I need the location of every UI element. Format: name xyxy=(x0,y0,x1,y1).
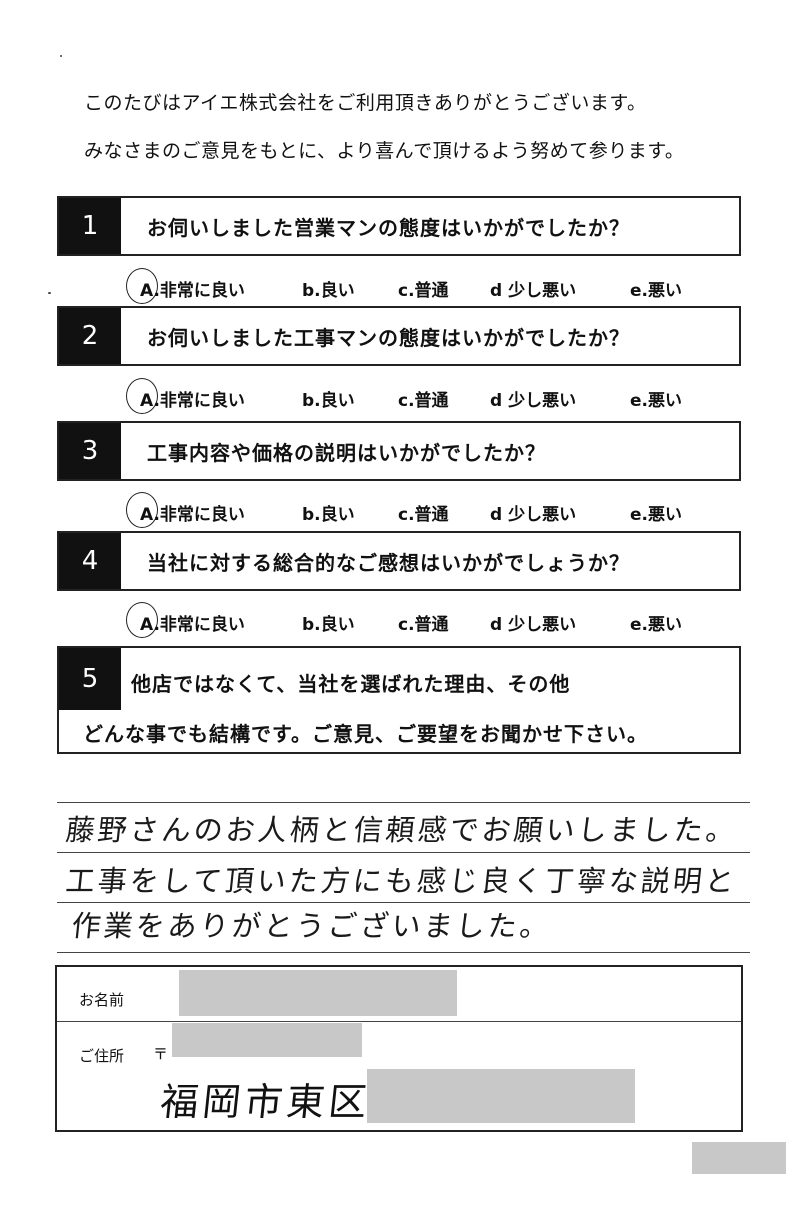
question-1-box: 1 お伺いしました営業マンの態度はいかがでしたか？ xyxy=(57,196,741,256)
contact-form-box: お名前 ご住所 〒 福岡市東区 xyxy=(55,965,743,1132)
option-e[interactable]: e.悪い xyxy=(630,391,682,411)
scan-speck xyxy=(60,55,62,57)
question-number: 1 xyxy=(59,198,121,254)
question-2-box: 2 お伺いしました工事マンの態度はいかがでしたか？ xyxy=(57,306,741,366)
option-e[interactable]: e.悪い xyxy=(630,281,682,301)
address-label: ご住所 xyxy=(79,1047,125,1065)
question-number: 4 xyxy=(59,533,121,589)
redacted-postal-code xyxy=(172,1023,362,1057)
selected-answer-circle xyxy=(126,602,158,638)
question-5-text-line-1: 他店ではなくて、当社を選ばれた理由、その他 xyxy=(131,672,571,696)
writing-line xyxy=(57,952,750,953)
question-5-text-line-2: どんな事でも結構です。ご意見、ご要望をお聞かせ下さい。 xyxy=(83,722,648,746)
question-number: 3 xyxy=(59,423,121,479)
question-4-box: 4 当社に対する総合的なご感想はいかがでしょうか？ xyxy=(57,531,741,591)
question-5-box: 5 他店ではなくて、当社を選ばれた理由、その他 どんな事でも結構です。ご意見、ご… xyxy=(57,646,741,754)
option-a[interactable]: A.非常に良い xyxy=(140,281,245,301)
selected-answer-circle xyxy=(126,268,158,304)
writing-line xyxy=(57,802,750,803)
question-number: 2 xyxy=(59,308,121,364)
question-text: お伺いしました工事マンの態度はいかがでしたか？ xyxy=(147,325,630,350)
option-e[interactable]: e.悪い xyxy=(630,615,682,635)
option-b[interactable]: b.良い xyxy=(302,505,355,525)
option-a[interactable]: A.非常に良い xyxy=(140,615,245,635)
writing-line xyxy=(57,902,750,903)
intro-line-1: このたびはアイエ株式会社をご利用頂きありがとうございます。 xyxy=(84,92,647,114)
question-1-options: A.非常に良い b.良い c.普通 d 少し悪い e.悪い xyxy=(126,268,730,304)
option-c[interactable]: c.普通 xyxy=(398,615,449,635)
option-e[interactable]: e.悪い xyxy=(630,505,682,525)
option-b[interactable]: b.良い xyxy=(302,281,355,301)
option-b[interactable]: b.良い xyxy=(302,615,355,635)
question-2-options: A.非常に良い b.良い c.普通 d 少し悪い e.悪い xyxy=(126,378,730,414)
redacted-name xyxy=(179,970,457,1016)
scan-speck xyxy=(48,292,51,294)
question-number: 5 xyxy=(59,648,121,710)
question-text: お伺いしました営業マンの態度はいかがでしたか？ xyxy=(147,215,630,240)
question-text: 工事内容や価格の説明はいかがでしたか？ xyxy=(147,440,546,465)
handwritten-comment-line-2: 工事をして頂いた方にも感じ良く丁寧な説明と xyxy=(64,864,739,898)
option-b[interactable]: b.良い xyxy=(302,391,355,411)
option-d[interactable]: d 少し悪い xyxy=(490,615,577,635)
handwritten-comment-line-3: 作業をありがとうございました。 xyxy=(70,909,554,943)
option-d[interactable]: d 少し悪い xyxy=(490,281,577,301)
question-3-box: 3 工事内容や価格の説明はいかがでしたか？ xyxy=(57,421,741,481)
selected-answer-circle xyxy=(126,492,158,528)
form-divider xyxy=(57,1021,741,1022)
writing-line xyxy=(57,852,750,853)
option-c[interactable]: c.普通 xyxy=(398,505,449,525)
option-d[interactable]: d 少し悪い xyxy=(490,391,577,411)
postal-mark: 〒 xyxy=(153,1045,169,1063)
name-label: お名前 xyxy=(79,991,125,1009)
option-a[interactable]: A.非常に良い xyxy=(140,505,245,525)
option-c[interactable]: c.普通 xyxy=(398,281,449,301)
option-c[interactable]: c.普通 xyxy=(398,391,449,411)
handwritten-address: 福岡市東区 xyxy=(158,1080,373,1124)
selected-answer-circle xyxy=(126,378,158,414)
intro-line-2: みなさまのご意見をもとに、より喜んで頂けるよう努めて参ります。 xyxy=(84,140,685,162)
option-a[interactable]: A.非常に良い xyxy=(140,391,245,411)
handwritten-comment-line-1: 藤野さんのお人柄と信頼感でお願いしました。 xyxy=(64,813,740,847)
redacted-address xyxy=(367,1069,635,1123)
question-3-options: A.非常に良い b.良い c.普通 d 少し悪い e.悪い xyxy=(126,492,730,528)
option-d[interactable]: d 少し悪い xyxy=(490,505,577,525)
redacted-stamp xyxy=(692,1142,786,1174)
question-text: 当社に対する総合的なご感想はいかがでしょうか？ xyxy=(147,550,630,575)
question-4-options: A.非常に良い b.良い c.普通 d 少し悪い e.悪い xyxy=(126,602,730,638)
